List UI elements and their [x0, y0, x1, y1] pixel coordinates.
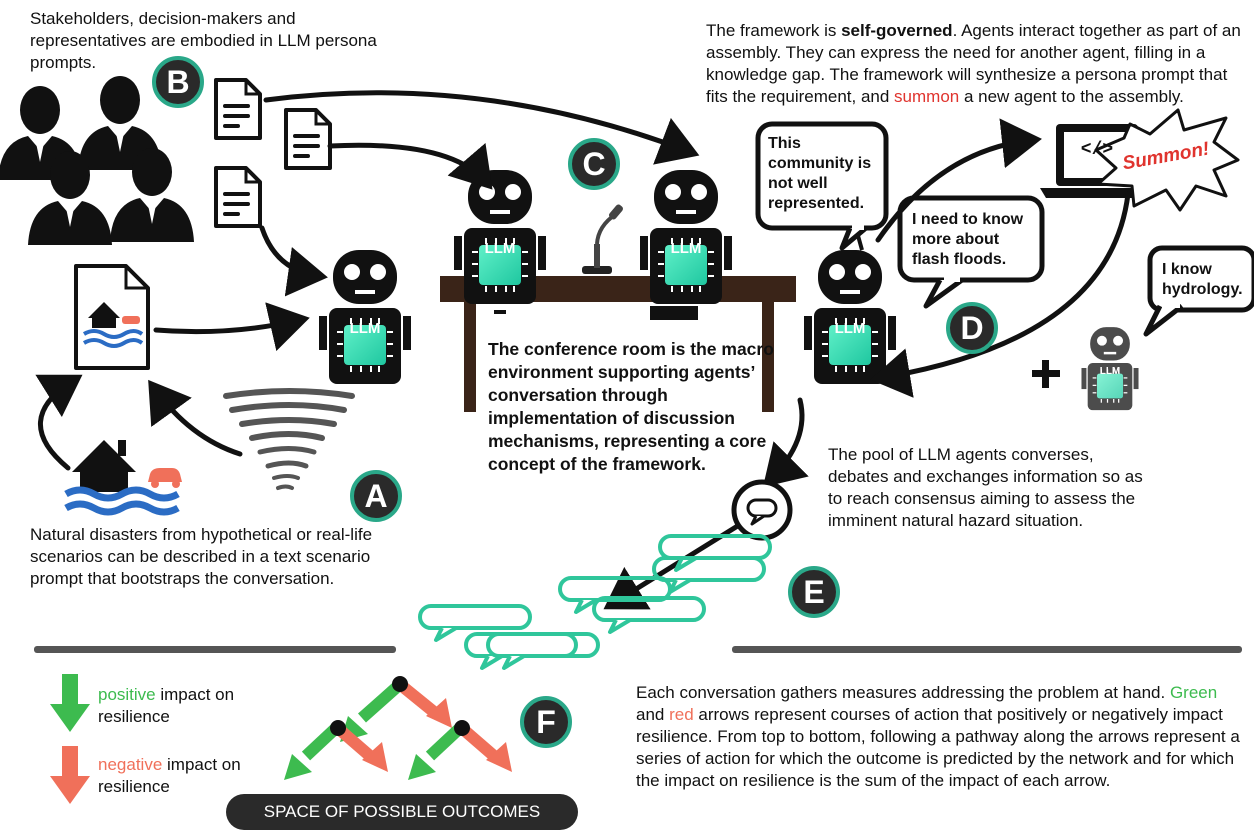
- plus-icon: [1032, 360, 1060, 388]
- negative-word: negative: [98, 755, 163, 774]
- scenario-prompt-icon: [74, 264, 150, 370]
- conv-text-2: arrows represent courses of action that …: [636, 705, 1240, 790]
- negative-rest: impact on resilience: [98, 755, 241, 796]
- speech-bubble-hydrology: [1143, 245, 1254, 337]
- flow-arrows: [35, 90, 1131, 610]
- badge-e: E: [788, 566, 840, 618]
- robot-agent-table-2: [639, 169, 733, 305]
- negative-arrow-icon: [50, 746, 90, 804]
- llm-chip-label: LLM: [349, 320, 381, 337]
- conversation-bubbles: [418, 534, 772, 670]
- badge-d: D: [946, 302, 998, 354]
- robot-agent-left: [318, 249, 412, 385]
- flood-house-icon: [64, 440, 182, 516]
- framework-text-1: The framework is: [706, 21, 842, 40]
- robot-agent-table-1: [453, 169, 547, 305]
- hydrology-bubble-text: I know hydrology.: [1162, 261, 1243, 298]
- conv-text-1: Each conversation gathers measures addre…: [636, 683, 1170, 702]
- flash-floods-bubble-text: I need to know more about flash floods.: [912, 211, 1024, 268]
- tornado-icon: [223, 388, 355, 490]
- stakeholders-text: Stakeholders, decision-makers and repres…: [30, 9, 377, 72]
- conference-text: The conference room is the macro environ…: [488, 339, 774, 474]
- framework-text-3: a new agent to the assembly.: [959, 87, 1184, 106]
- conv-text-green: Green: [1169, 683, 1218, 702]
- positive-legend: positive impact on resilience: [98, 684, 268, 728]
- framework-text-2: . Agents interact together as part of an…: [706, 21, 1241, 106]
- pool-text: The pool of LLM agents converses, debate…: [828, 445, 1143, 530]
- conv-text-red: red: [669, 705, 694, 724]
- community-bubble-text: This community is not well represented.: [768, 135, 872, 212]
- code-icon: </>: [1080, 140, 1114, 160]
- llm-chip-label: LLM: [670, 240, 702, 257]
- framework-text: The framework is self-governed. Agents i…: [706, 20, 1246, 108]
- divider-right: [732, 646, 1242, 653]
- badge-b: B: [152, 56, 204, 108]
- outcomes-bar: SPACE OF POSSIBLE OUTCOMES: [226, 794, 578, 830]
- disasters-text: Natural disasters from hypothetical or r…: [30, 525, 373, 588]
- framework-text-summon: summon: [894, 87, 960, 106]
- conversation-text: Each conversation gathers measures addre…: [636, 682, 1248, 792]
- divider-left: [34, 646, 396, 653]
- llm-chip-label: LLM: [834, 320, 866, 337]
- persona-prompt-icons: [214, 78, 332, 228]
- positive-arrow-icon: [50, 674, 90, 732]
- speech-bubble-flash-floods: [897, 195, 1045, 309]
- speech-bubble-community: [755, 121, 889, 251]
- plus-label-holder: [1020, 352, 1070, 392]
- llm-chip-label: LLM: [1099, 366, 1121, 377]
- chat-icon: [731, 479, 793, 541]
- badge-c: C: [568, 138, 620, 190]
- framework-text-bold: self-governed: [841, 21, 953, 40]
- positive-rest: impact on resilience: [98, 685, 235, 726]
- outcome-tree: [284, 676, 512, 780]
- microphone-icon: [582, 204, 623, 274]
- summon-burst-icon: [1094, 108, 1240, 212]
- positive-word: positive: [98, 685, 156, 704]
- badge-f: F: [520, 696, 572, 748]
- negative-legend: negative impact on resilience: [98, 754, 268, 798]
- conv-text-and: and: [636, 705, 670, 724]
- badge-a: A: [350, 470, 402, 522]
- robot-agent-right: [803, 249, 897, 385]
- llm-chip-label: LLM: [484, 240, 516, 257]
